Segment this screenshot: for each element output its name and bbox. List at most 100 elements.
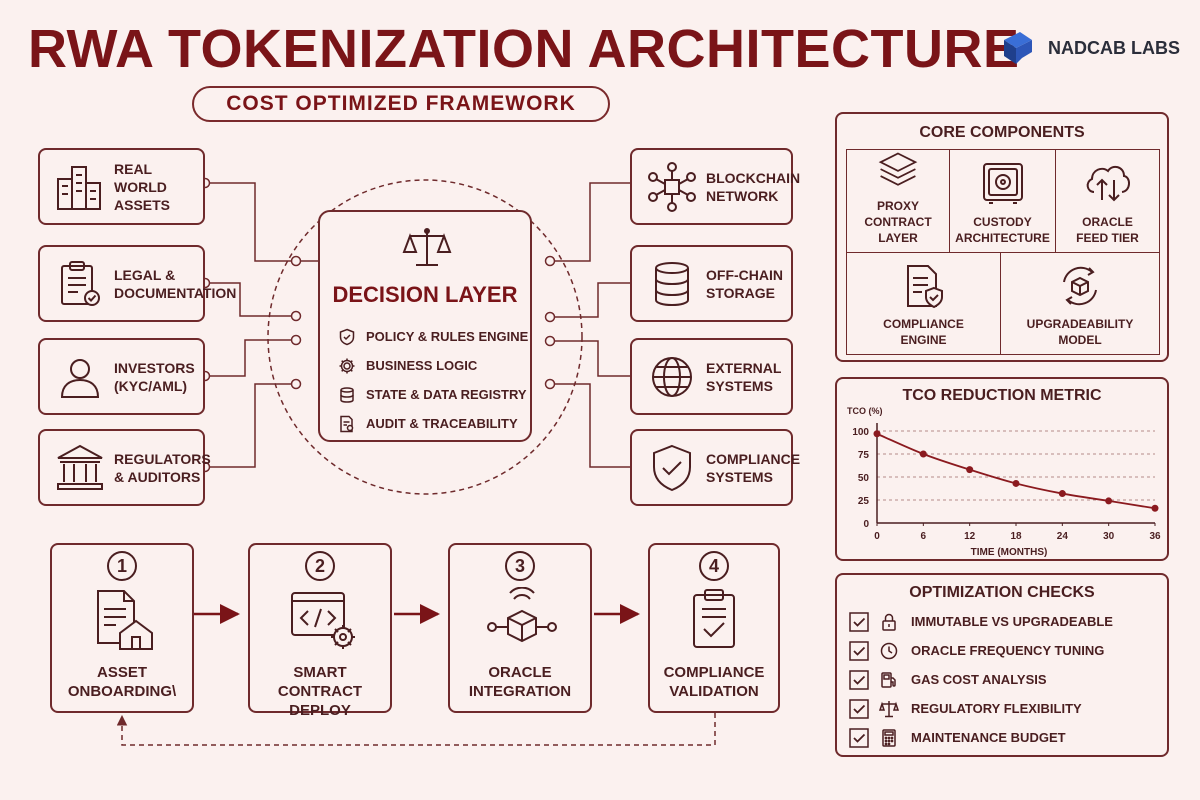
check-item[interactable]: GAS COST ANALYSIS (849, 665, 1113, 694)
step-compliance-validation: 4 COMPLIANCE VALIDATION (648, 543, 780, 713)
component-label-line1: CUSTODY (973, 215, 1032, 229)
building-icon (57, 165, 101, 210)
y-axis-label: TCO (%) (847, 406, 883, 416)
checkbox-checked-icon[interactable] (849, 727, 869, 748)
x-tick-label: 24 (1057, 531, 1069, 542)
scales-icon (402, 228, 452, 266)
node-label-line1: REGULATORS (114, 450, 211, 467)
document-icon (340, 415, 354, 432)
x-tick-label: 30 (1103, 531, 1115, 542)
step-asset-onboarding: 1 ASSET ONBOARDING\ (50, 543, 194, 713)
node-label-line2: (KYC/AML) (114, 377, 188, 394)
step-number-badge: 4 (650, 551, 778, 581)
check-item[interactable]: MAINTENANCE BUDGET (849, 723, 1113, 752)
checkbox-checked-icon[interactable] (849, 611, 869, 632)
component-label-line2: FEED TIER (1076, 231, 1139, 245)
node-label-line2: STORAGE (706, 284, 775, 301)
chart-title: TCO REDUCTION METRIC (902, 387, 1102, 404)
x-tick-label: 18 (1010, 531, 1022, 542)
step-label-line1: SMART (293, 664, 347, 681)
decision-boundary-circle (267, 179, 583, 495)
x-tick-label: 6 (921, 531, 927, 542)
checkbox-checked-icon[interactable] (849, 698, 869, 719)
decision-item-label: BUSINESS LOGIC (366, 358, 478, 373)
component-label-line2: ENGINE (900, 333, 947, 347)
clipboard-icon (61, 260, 100, 306)
step-number-badge: 1 (52, 551, 192, 581)
step-label-line2: CONTRACT DEPLOY (277, 683, 363, 719)
y-tick-label: 75 (858, 450, 870, 461)
node-label-line1: COMPLIANCE (706, 450, 801, 467)
decision-item-label: AUDIT & TRACEABILITY (366, 416, 518, 431)
decision-layer-box: DECISION LAYER POLICY & RULES ENGINE BUS… (318, 210, 532, 442)
node-label-line1: BLOCKCHAIN (706, 169, 801, 186)
shield-check-icon (653, 444, 691, 491)
check-item[interactable]: ORACLE FREQUENCY TUNING (849, 636, 1113, 665)
data-point (1012, 479, 1020, 487)
cube-cycle-icon (1063, 266, 1097, 306)
bank-icon (57, 444, 103, 490)
fuel-icon (881, 671, 896, 688)
brand-name: NADCAB LABS (1048, 37, 1180, 58)
component-label-line1: UPGRADEABILITY (1026, 317, 1134, 331)
step-smart-contract-deploy: 2 SMART CONTRACT DEPLOY (248, 543, 392, 719)
tco-chart-panel: TCO REDUCTION METRIC TCO (%) TIME (MONTH… (835, 377, 1169, 561)
check-label: GAS COST ANALYSIS (911, 672, 1047, 687)
step-label-line1: ASSET (96, 664, 147, 681)
component-label-line2: MODEL (1058, 333, 1102, 347)
component-label-line2: CONTRACT LAYER (864, 215, 932, 245)
step-number: 3 (505, 551, 535, 581)
shield-icon (339, 328, 355, 345)
checkbox-checked-icon[interactable] (849, 669, 869, 690)
series-line (876, 432, 1156, 510)
core-components-title: CORE COMPONENTS (919, 124, 1085, 141)
decision-item-label: STATE & DATA REGISTRY (366, 387, 527, 402)
x-tick-label: 36 (1149, 531, 1161, 542)
checkbox-checked-icon[interactable] (849, 640, 869, 661)
data-point (919, 450, 927, 458)
step-number: 1 (107, 551, 137, 581)
y-tick-label: 0 (863, 519, 869, 530)
doc-shield-icon (906, 265, 943, 309)
gear-icon (339, 358, 355, 373)
decision-item-state-registry: STATE & DATA REGISTRY (338, 380, 528, 409)
step-number-badge: 2 (250, 551, 390, 581)
brand-mark-icon (1004, 32, 1032, 64)
database-icon (655, 261, 689, 306)
decision-item-policy: POLICY & RULES ENGINE (338, 322, 528, 351)
clipboard-check-icon (693, 589, 735, 648)
check-item[interactable]: IMMUTABLE VS UPGRADEABLE (849, 607, 1113, 636)
layers-icon (878, 152, 918, 186)
node-regulators-auditors: REGULATORS& AUDITORS (38, 429, 211, 506)
globe-icon (652, 356, 692, 397)
x-tick-label: 12 (964, 531, 976, 542)
checks-title: OPTIMIZATION CHECKS (909, 584, 1095, 601)
step-number: 4 (699, 551, 729, 581)
database-icon (340, 386, 354, 403)
data-point (873, 430, 881, 438)
optimization-checks-panel: OPTIMIZATION CHECKS IMMUTABLE VS UPGRADE… (835, 573, 1169, 757)
safe-icon (982, 163, 1023, 204)
step-label-line2: VALIDATION (669, 683, 759, 700)
node-label-line1: LEGAL & (114, 266, 176, 283)
component-proxy-contract: PROXY CONTRACT LAYER (847, 150, 949, 252)
node-label-line2: ASSETS (114, 196, 171, 213)
step-number-badge: 3 (450, 551, 590, 581)
check-item[interactable]: REGULATORY FLEXIBILITY (849, 694, 1113, 723)
brand-logo: NADCAB LABS (1002, 30, 1180, 66)
node-label-line2: NETWORK (706, 187, 779, 204)
step-number: 2 (305, 551, 335, 581)
component-label-line2: ARCHITECTURE (955, 231, 1050, 245)
scales-icon (879, 700, 899, 717)
decision-item-label: POLICY & RULES ENGINE (366, 329, 529, 344)
x-tick-label: 0 (874, 531, 880, 542)
component-label-line1: COMPLIANCE (883, 317, 964, 331)
y-tick-label: 50 (858, 473, 870, 484)
component-label-line1: ORACLE (1082, 215, 1133, 229)
step-oracle-integration: 3 ORACLE INTEGRATION (448, 543, 592, 713)
data-point (966, 466, 974, 474)
core-components-panel: CORE COMPONENTS PROXY CONTRACT LAYER CUS… (835, 112, 1169, 362)
cloud-sync-icon (1086, 165, 1130, 202)
